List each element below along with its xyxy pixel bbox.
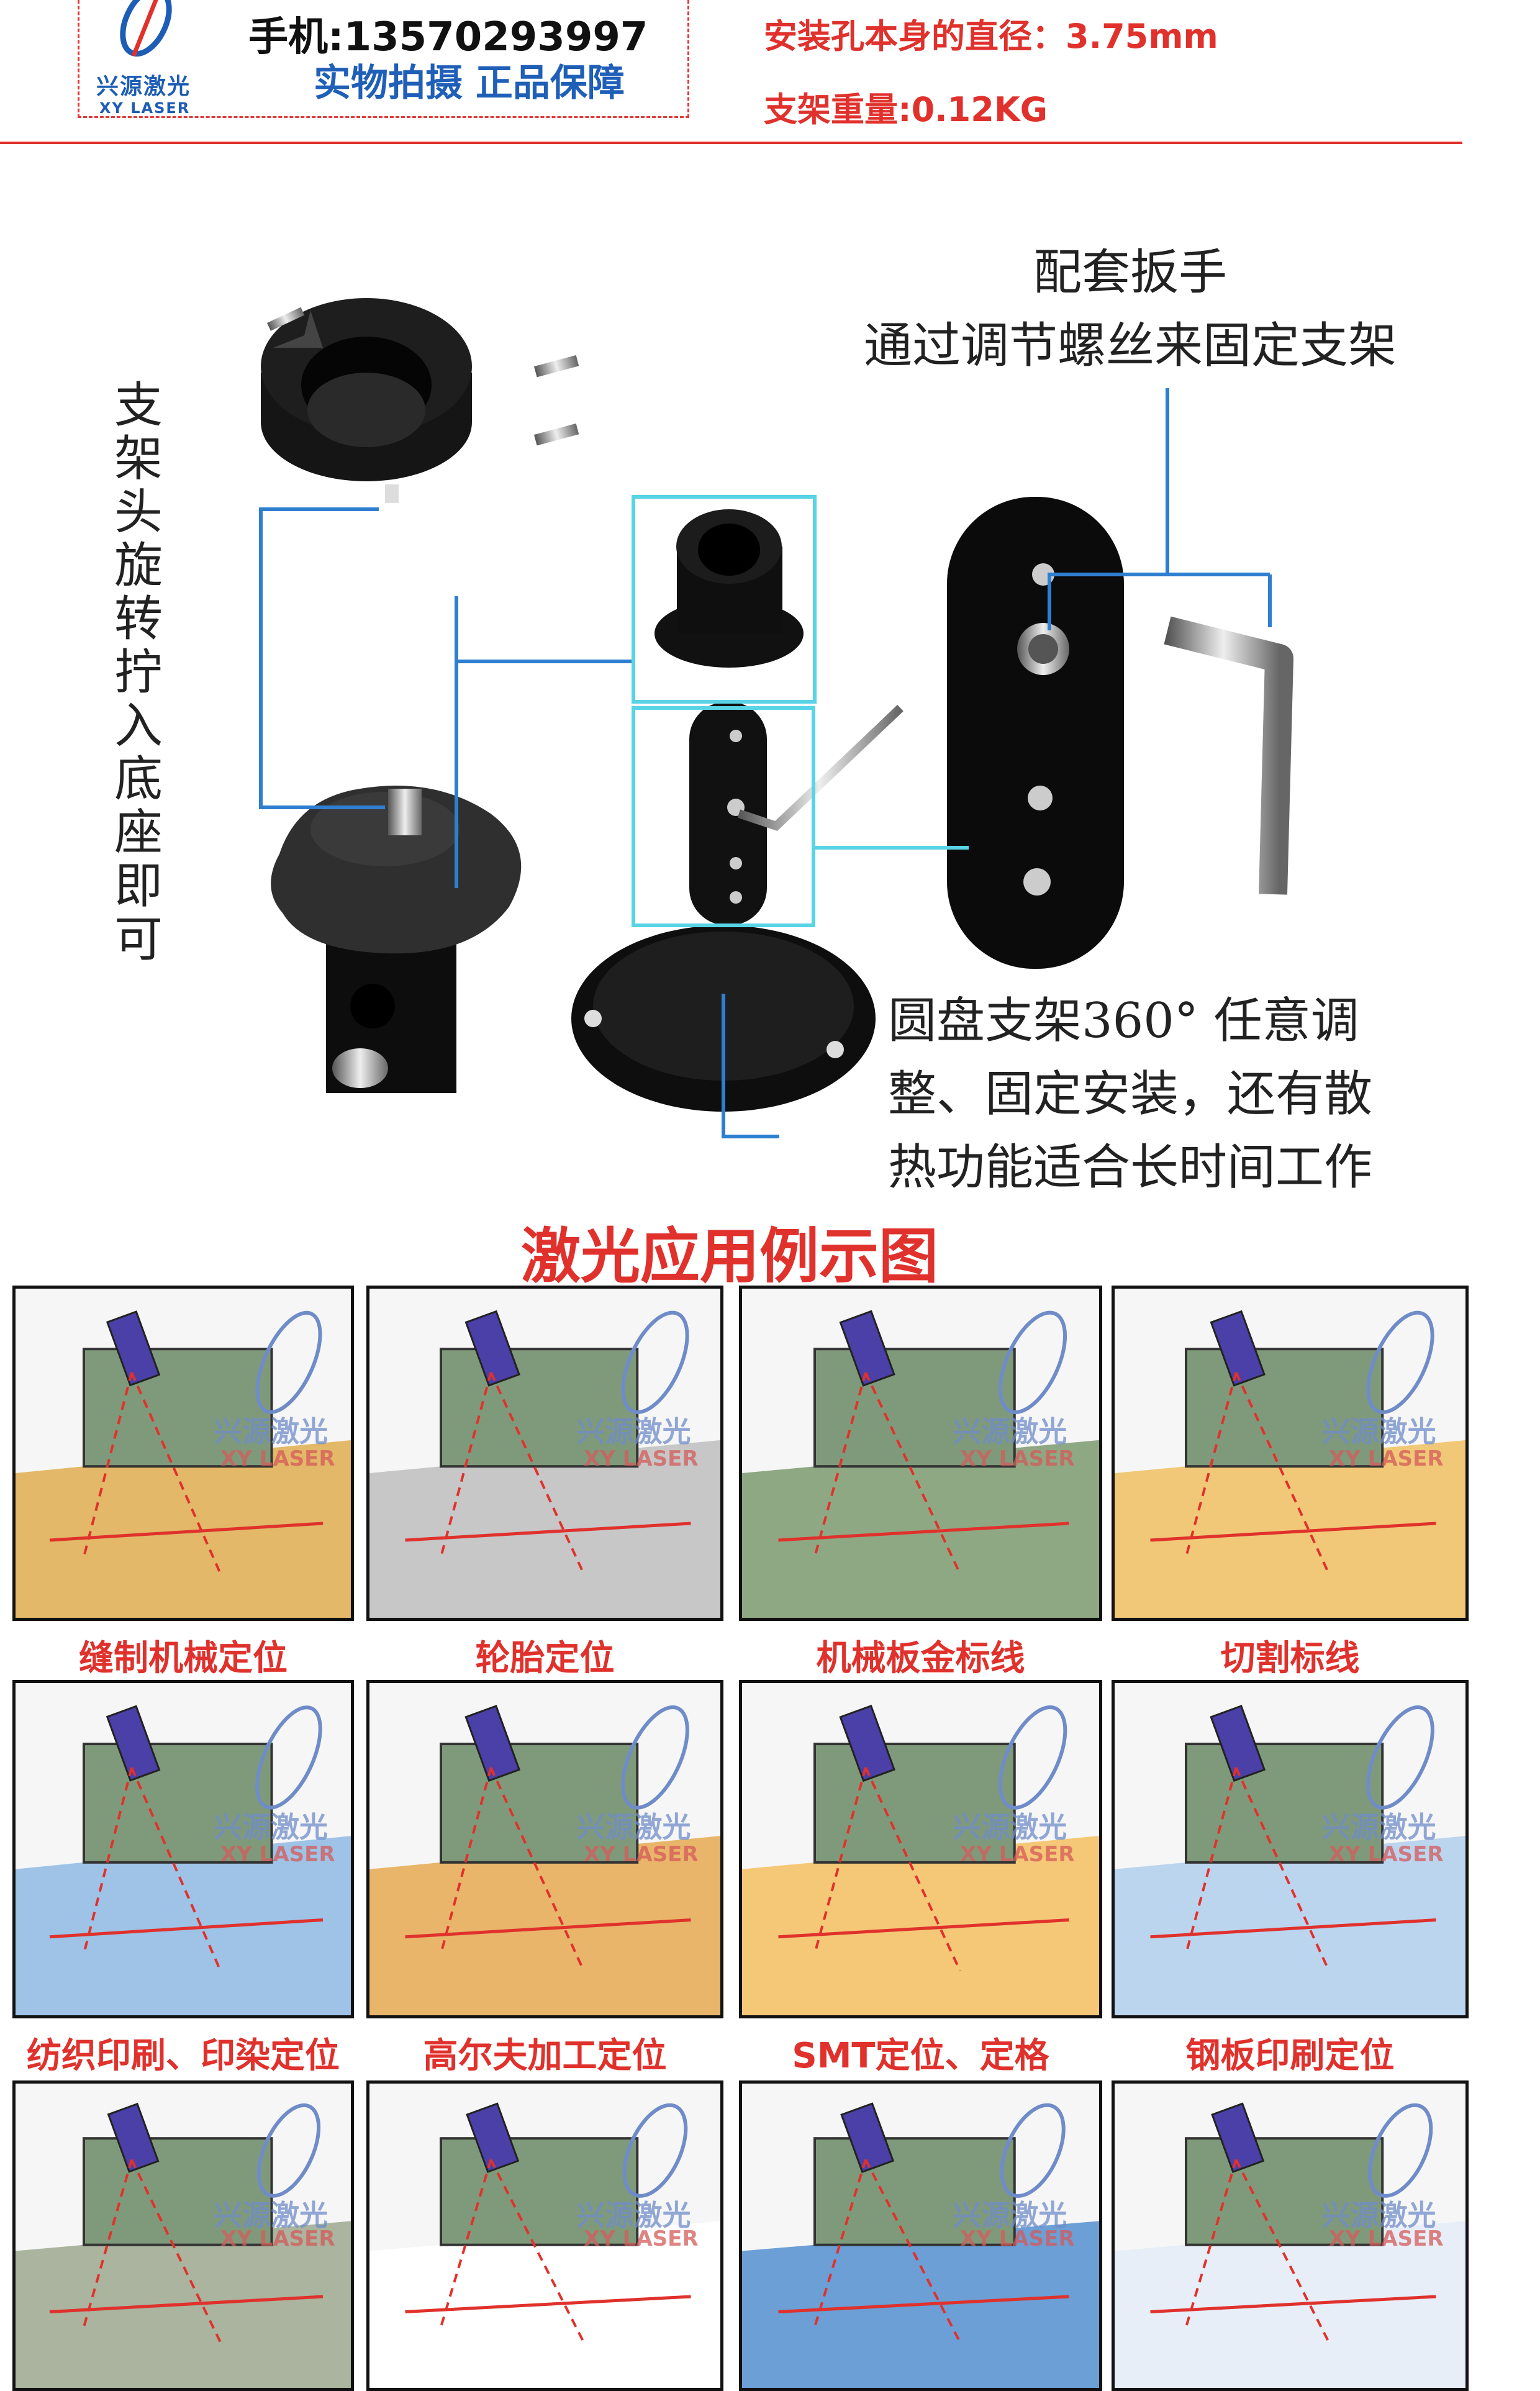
watermark-logo-icon: [998, 1310, 1067, 1414]
wrench-caption-line2: 通过调节螺丝来固定支架: [863, 318, 1397, 374]
phone-number: 手机:13570293997: [248, 14, 648, 60]
watermark-en: XY LASER: [584, 1446, 699, 1471]
header-divider: [0, 142, 1462, 144]
applications-title: 激光应用例示图: [521, 1222, 938, 1291]
application-illustration: [1115, 1683, 1465, 2015]
watermark-cn: 兴源激光: [576, 1810, 691, 1844]
watermark-cn: 兴源激光: [1321, 1810, 1436, 1844]
application-illustration: [1115, 2084, 1465, 2388]
hex-wrench-icon: [1164, 616, 1293, 895]
watermark-cn: 兴源激光: [1321, 2198, 1436, 2233]
watermark-cn: 兴源激光: [953, 2198, 1067, 2233]
watermark-cn: 兴源激光: [576, 1415, 691, 1449]
watermark-logo-icon: [255, 1310, 322, 1414]
leader-lines: [259, 388, 1272, 1138]
watermark-en: XY LASER: [220, 1842, 335, 1867]
brand-logo-cn: 兴源激光: [96, 74, 191, 99]
application-label: 纺织印刷、印染定位: [27, 2036, 340, 2076]
disc-caption-line2: 整、固定安装，还有散: [888, 1066, 1373, 1122]
watermark-en: XY LASER: [960, 2226, 1075, 2252]
watermark-en: XY LASER: [1329, 2226, 1444, 2252]
watermark-cn: 兴源激光: [953, 1415, 1067, 1449]
watermark-en: XY LASER: [1329, 1842, 1444, 1867]
application-illustration: [742, 1289, 1099, 1618]
disc-caption: 圆盘支架360° 任意调 整、固定安装，还有散 热功能适合长时间工作: [888, 984, 1447, 1204]
application-label: 轮胎定位: [475, 1638, 615, 1679]
application-illustration: [742, 1683, 1099, 2015]
application-illustration: [369, 1289, 720, 1618]
disc-caption-line3: 热功能适合长时间工作: [888, 1140, 1373, 1196]
application-illustration: [16, 1683, 351, 2015]
application-label: 高尔夫加工定位: [423, 2036, 667, 2076]
watermark-logo-icon: [621, 1705, 689, 1810]
watermark-cn: 兴源激光: [576, 2198, 691, 2233]
application-label: 切割标线: [1220, 1638, 1360, 1679]
long-plate-part: [947, 497, 1124, 969]
slogan: 实物拍摄 正品保障: [314, 61, 625, 105]
spec-hole-diameter: 安装孔本身的直径：3.75mm: [764, 17, 1218, 56]
watermark-logo-icon: [1366, 1310, 1434, 1414]
watermark-en: XY LASER: [960, 1446, 1075, 1471]
watermark-logo-icon: [998, 1705, 1067, 1810]
product-illustration: [259, 298, 1293, 1138]
application-illustration: [1115, 1289, 1465, 1618]
watermark-en: XY LASER: [220, 1446, 335, 1471]
knob-base-part: [271, 786, 522, 1093]
application-label: 钢板印刷定位: [1185, 2036, 1395, 2076]
watermark-en: XY LASER: [1329, 1446, 1444, 1471]
assembled-mount-part: [571, 509, 904, 1112]
watermark-cn: 兴源激光: [1321, 1415, 1436, 1449]
watermark-cn: 兴源激光: [953, 1810, 1067, 1844]
watermark-logo-icon: [621, 1310, 689, 1414]
disc-caption-line1: 圆盘支架360° 任意调: [888, 993, 1359, 1049]
rotate-caption: 支架头旋转拧入底座即可: [114, 378, 163, 968]
watermark-en: XY LASER: [960, 1842, 1075, 1867]
brand-logo-icon: [120, 0, 172, 57]
ring-clamp-part: [261, 298, 579, 503]
brand-logo-en: XY LASER: [99, 99, 191, 117]
watermark-logo-icon: [1367, 2103, 1433, 2198]
application-illustration: [16, 1289, 351, 1618]
highlight-boxes: [632, 495, 969, 927]
wrench-caption-line1: 配套扳手: [1033, 245, 1227, 301]
watermark-logo-icon: [1000, 2103, 1066, 2198]
wrench-caption: 配套扳手 通过调节螺丝来固定支架: [832, 236, 1428, 383]
application-illustration: [369, 2084, 720, 2388]
watermark-en: XY LASER: [584, 1842, 699, 1867]
watermark-en: XY LASER: [220, 2226, 335, 2252]
watermark-cn: 兴源激光: [214, 1415, 328, 1449]
watermark-cn: 兴源激光: [214, 1810, 328, 1844]
watermark-cn: 兴源激光: [214, 2198, 328, 2233]
application-label: SMT定位、定格: [792, 2036, 1049, 2076]
spec-weight: 支架重量:0.12KG: [764, 90, 1048, 129]
watermark-logo-icon: [255, 1705, 322, 1810]
contact-banner: [78, 0, 689, 118]
application-illustration: [742, 2084, 1099, 2388]
watermark-en: XY LASER: [584, 2226, 699, 2252]
watermark-logo-icon: [1366, 1705, 1434, 1810]
application-label: 缝制机械定位: [79, 1638, 288, 1679]
application-illustration: [369, 1683, 720, 2015]
watermark-logo-icon: [622, 2103, 688, 2198]
watermark-logo-icon: [256, 2103, 321, 2198]
application-illustration: [16, 2084, 351, 2388]
application-label: 机械板金标线: [816, 1638, 1025, 1679]
